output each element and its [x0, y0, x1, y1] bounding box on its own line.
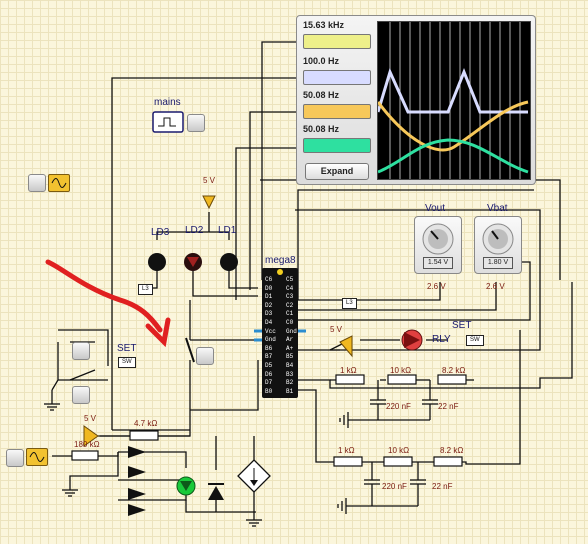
scope-channel-4: 50.08 Hz [303, 124, 371, 153]
r-8-2k-top-label: 8.2 kΩ [442, 366, 466, 375]
chip-pin-right: B3 [286, 370, 294, 378]
scope-channel-3-value: 50.08 Hz [303, 90, 340, 100]
mains-toggle-button[interactable] [187, 114, 205, 132]
chip-pin-left: D1 [265, 293, 273, 301]
vbat-meter[interactable]: 1.80 V [474, 216, 522, 274]
r-10k-bot-label: 10 kΩ [388, 446, 410, 455]
chip-pin-left: D0 [265, 284, 273, 292]
vbat-setting: 2.6 V [486, 282, 505, 291]
v5-mid-label: 5 V [330, 325, 343, 334]
c-22n-top-label: 22 nF [438, 402, 459, 411]
rly-label: RLY [432, 334, 451, 345]
oscilloscope-panel: 15.63 kHz 100.0 Hz 50.08 Hz 50.08 Hz Exp… [296, 15, 536, 185]
chip-pin-right: C2 [286, 301, 294, 309]
scope-channel-1-bar[interactable] [303, 34, 371, 49]
chip-pin-left: B0 [265, 387, 273, 395]
chip-pin-right: C4 [286, 284, 294, 292]
chip-pin-right: B2 [286, 379, 294, 387]
chip-pin-left: B7 [265, 353, 273, 361]
chip-pin-right: B1 [286, 387, 294, 395]
chip-pin-right: C0 [286, 319, 294, 326]
vout-reading: 1.54 V [423, 257, 453, 269]
scope-channel-1: 15.63 kHz [303, 20, 371, 49]
ac-source-bottom-icon [26, 448, 48, 466]
chip-pin-right: B5 [286, 353, 294, 361]
chip-pin-left: D5 [265, 362, 273, 369]
chip-pin-left: D4 [265, 319, 273, 326]
tag-sw-left: SW [118, 357, 136, 368]
set-switch-1-button[interactable] [72, 342, 90, 360]
chip-pin-left: D3 [265, 310, 273, 318]
vbat-label: Vbat [487, 203, 508, 214]
c-22n-bot-label: 22 nF [432, 482, 453, 491]
set-left-label: SET [117, 343, 137, 354]
source-toggle-button[interactable] [28, 174, 46, 192]
chip-pin-right: Ar [286, 336, 294, 344]
scope-channel-3: 50.08 Hz [303, 90, 371, 119]
v5-top-label: 5 V [203, 176, 216, 185]
chip-pin-left: D6 [265, 370, 273, 378]
tag-sw-top: SW [466, 335, 484, 346]
chip-pin-left: C6 [265, 276, 273, 283]
scope-channel-4-bar[interactable] [303, 138, 371, 153]
set-switch-2-button[interactable] [72, 386, 90, 404]
r-180k-label: 180 kΩ [74, 440, 100, 449]
ac-source-toggle-button[interactable] [6, 449, 24, 467]
chip-pin-right: B4 [286, 362, 294, 369]
vbat-reading: 1.80 V [483, 257, 513, 269]
scope-channel-1-value: 15.63 kHz [303, 20, 345, 30]
ld1-label: LD1 [218, 225, 237, 236]
expand-button[interactable]: Expand [305, 163, 369, 180]
ac-source-icon [48, 174, 70, 192]
chip-pin-right: A+ [286, 344, 294, 352]
chip-pin-left: D2 [265, 301, 273, 309]
chip-pin-right: C3 [286, 293, 294, 301]
scope-screen [377, 21, 531, 180]
vout-label: Vout [425, 203, 446, 214]
chip-pin-right: C5 [286, 276, 294, 283]
vout-setting: 2.6 V [427, 282, 446, 291]
r-1k-top-label: 1 kΩ [340, 366, 357, 375]
chip-label: mega8 [265, 255, 296, 266]
main-switch-button[interactable] [196, 347, 214, 365]
mains-label: mains [154, 97, 181, 108]
chip-pin-left: D7 [265, 379, 273, 387]
scope-channel-2-bar[interactable] [303, 70, 371, 85]
scope-waveforms [378, 22, 529, 179]
chip-pin-left: Gnd [265, 336, 276, 344]
c-220n-top-label: 220 nF [386, 402, 411, 411]
tag-l3-left: L3 [138, 284, 153, 295]
scope-channel-2: 100.0 Hz [303, 56, 371, 85]
r-8-2k-bot-label: 8.2 kΩ [440, 446, 464, 455]
r-4-7k-label: 4.7 kΩ [134, 419, 158, 428]
vout-meter[interactable]: 1.54 V [414, 216, 462, 274]
vout-dial-icon [422, 223, 454, 255]
c-220n-bot-label: 220 nF [382, 482, 407, 491]
r-1k-bot-label: 1 kΩ [338, 446, 355, 455]
v5-left-label: 5 V [84, 414, 97, 423]
vbat-dial-icon [482, 223, 514, 255]
r-10k-top-label: 10 kΩ [390, 366, 412, 375]
tag-l3-right: L3 [342, 298, 357, 309]
scope-channel-4-value: 50.08 Hz [303, 124, 340, 134]
chip-pin-right: Gnd [286, 327, 297, 335]
ld2-label: LD2 [185, 225, 204, 236]
scope-channel-3-bar[interactable] [303, 104, 371, 119]
scope-channel-2-value: 100.0 Hz [303, 56, 340, 66]
ld3-label: LD3 [151, 227, 170, 238]
chip-pin-right: C1 [286, 310, 294, 318]
set-top-label: SET [452, 320, 472, 331]
chip-pin-left: B6 [265, 344, 273, 352]
chip-pin-left: Vcc [265, 327, 276, 335]
